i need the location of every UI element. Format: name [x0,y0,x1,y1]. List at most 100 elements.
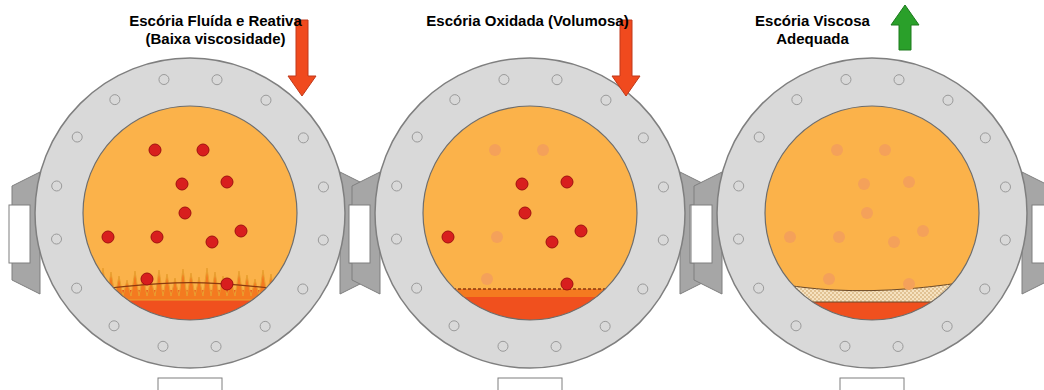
bottom-tab [840,378,904,390]
inclusion-dot [179,207,191,219]
bolt [52,234,62,244]
down-arrow [288,20,316,96]
ladle [9,58,371,390]
inclusion-dot [537,144,549,156]
trunnion [9,205,30,263]
inclusion-dot [519,207,531,219]
ladle-shell [375,58,685,368]
inclusion-dot [206,236,218,248]
ladle-rim [423,106,637,320]
ladle [349,58,711,390]
reactive-slag [83,268,297,300]
inclusion-dot [489,144,501,156]
bolt [601,95,611,105]
bolt [72,132,82,142]
inclusion-dot [442,231,454,243]
bolt [298,133,308,143]
up-arrow [891,5,919,50]
bolt [980,284,990,294]
bolt [392,234,402,244]
inclusion-dot [561,278,573,290]
trunnion [691,205,712,263]
inclusion-dot [575,225,587,237]
bolt [260,321,270,331]
bolt [392,181,402,191]
inclusion-dot [516,178,528,190]
inclusion-dot [903,278,915,290]
ladle [691,58,1044,390]
molten-metal [423,296,637,336]
title-label: Escória Fluída e Reativa (Baixa viscosid… [108,12,323,48]
inclusion-dot [102,231,114,243]
bottom-tab [158,378,222,390]
bolt [658,182,668,192]
bolt [318,235,328,245]
inclusion-dot [858,178,870,190]
bolt [893,341,903,351]
inclusion-dot [823,273,835,285]
inclusion-dot [546,236,558,248]
bolt [298,284,308,294]
inclusion-dot [481,273,493,285]
inclusion-dot [917,225,929,237]
ladle-shell [717,58,1027,368]
slag-line [110,283,270,288]
inclusion-dot [141,273,153,285]
bolt [841,75,851,85]
bolt [638,284,648,294]
ladle-rim [765,106,979,320]
bolt [1000,235,1010,245]
bottom-tab [498,378,562,390]
ladle-interior [765,106,979,320]
bolt [638,133,648,143]
bolt [734,181,744,191]
bolt [980,133,990,143]
bolt [791,321,801,331]
bolt [158,341,168,351]
bolt [943,95,953,105]
bolt [754,283,764,293]
ladle-interior [423,106,637,320]
bolt [754,132,764,142]
trunnion [690,205,711,263]
bolt [412,132,422,142]
bolt [109,321,119,331]
bolt [894,75,904,85]
bolt [110,95,120,105]
bolt [551,341,561,351]
inclusion-dot [151,231,163,243]
inclusion-dot [221,176,233,188]
bolt [792,95,802,105]
bolt [412,283,422,293]
title-label: Escória Oxidada (Volumosa) [405,12,650,30]
trunnion [349,205,370,263]
bolt [211,341,221,351]
bolt [450,95,460,105]
ladle-shell [35,58,345,368]
bolt [1000,182,1010,192]
ladle-interior [83,106,297,320]
bolt [840,341,850,351]
inclusion-dot [176,178,188,190]
down-arrow [612,20,640,96]
bolt [261,95,271,105]
trunnion [350,205,371,263]
bolt [159,75,169,85]
bolt [942,321,952,331]
inclusion-dot [491,231,503,243]
inclusion-dot [784,231,796,243]
bolt [72,283,82,293]
bolt [212,75,222,85]
inclusion-dot [888,236,900,248]
bolt [499,75,509,85]
viscous-slag [765,280,979,302]
inclusion-dot [879,144,891,156]
inclusion-dot [831,144,843,156]
bolt [600,321,610,331]
inclusion-dot [833,231,845,243]
bolt [734,234,744,244]
bolt [449,321,459,331]
inclusion-dot [235,225,247,237]
